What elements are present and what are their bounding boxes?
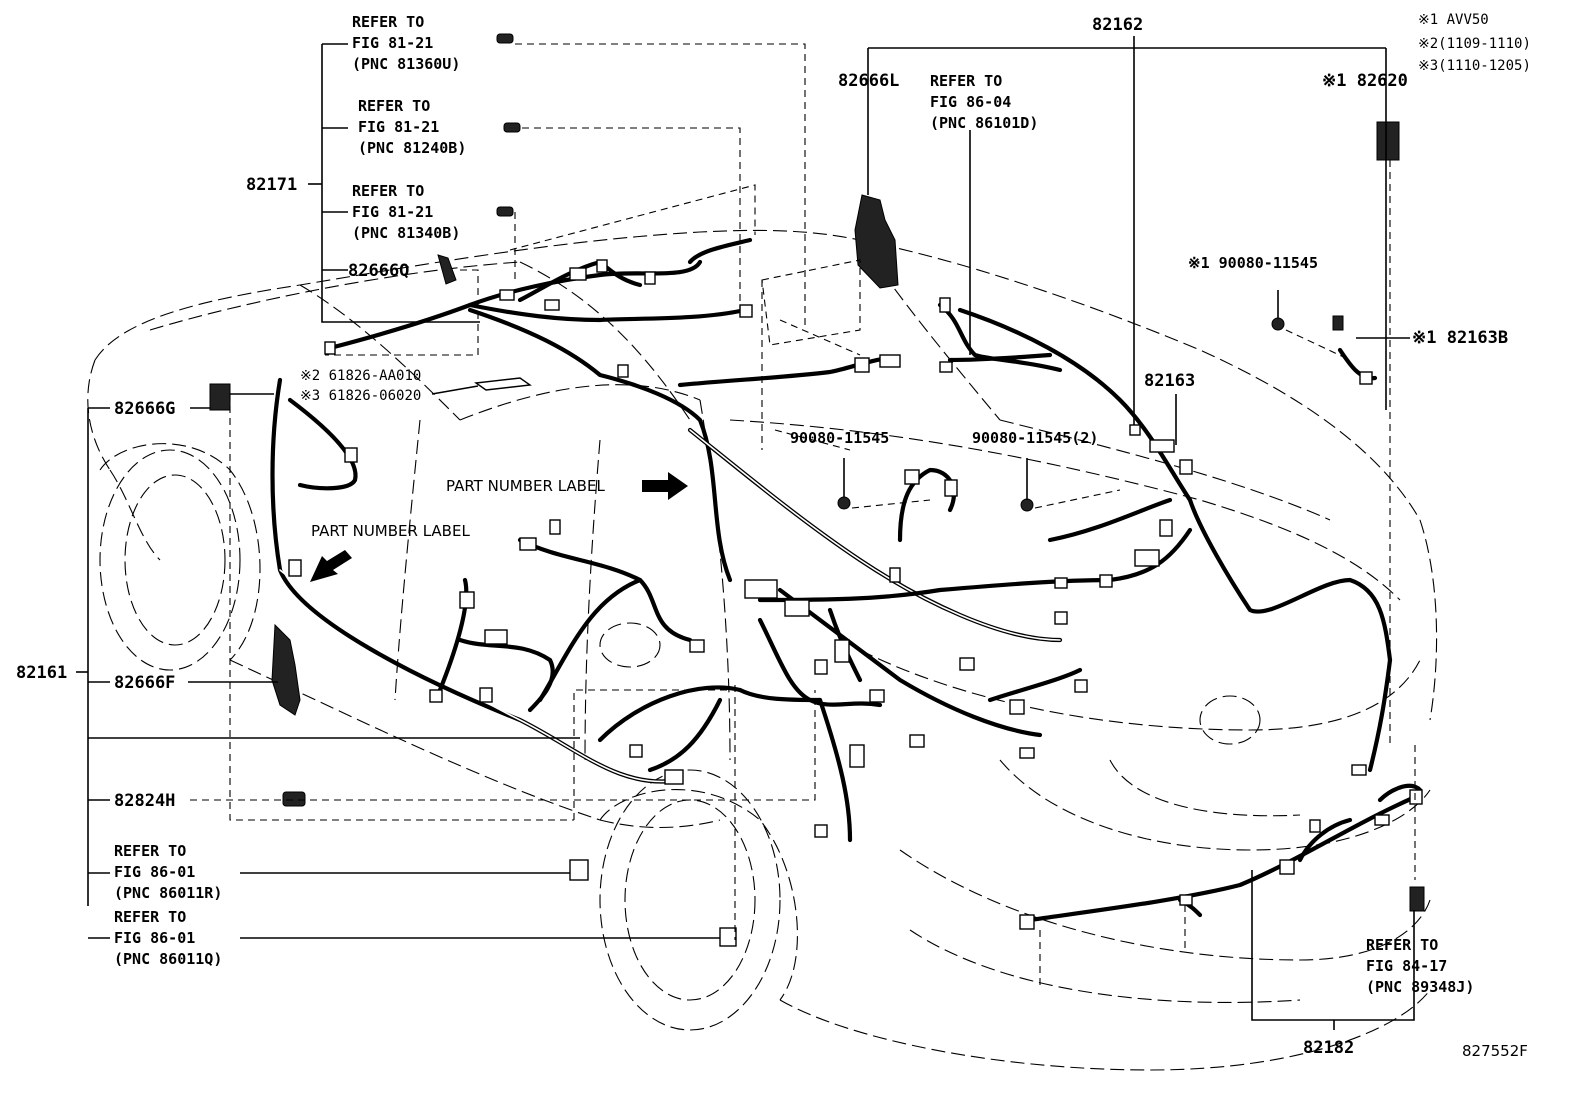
bolt-3 [1020,498,1034,512]
ref5-c: (PNC 86011R) [114,884,222,902]
relay-82620 [1376,121,1400,161]
bracket-82666F [271,623,301,716]
ref1-a: REFER TO [352,13,424,31]
ref7-a: REFER TO [1366,936,1438,954]
bulb-81340B [496,206,514,217]
ref3-a: REFER TO [352,182,424,200]
ref6-a: REFER TO [114,908,186,926]
grommet-82824H [282,791,306,807]
part-82162: 82162 [1092,15,1143,35]
labels: ※1 AVV50 ※2(1109-1110) ※3(1110-1205) REF… [16,12,1531,1060]
ref1-c: (PNC 81360U) [352,55,460,73]
ref5-a: REFER TO [114,842,186,860]
part-82620: ※1 82620 [1322,71,1408,91]
bracket-82666L [854,194,899,289]
note-3: ※3(1110-1205) [1418,58,1531,74]
part-number-arrows [310,472,688,582]
harness-82162 [467,302,1393,843]
part-82666F: 82666F [114,673,175,693]
part-61826-06020: ※3 61826-06020 [300,388,421,404]
harness-82171 [327,237,753,351]
ref3-c: (PNC 81340B) [352,224,460,242]
part-90080-b: 90080-11545 [790,429,889,447]
part-82824H: 82824H [114,791,175,811]
note-1: ※1 AVV50 [1418,12,1489,28]
ref2-a: REFER TO [358,97,430,115]
arrow-down-left-icon [310,550,352,582]
part-82163: 82163 [1144,371,1195,391]
part-82666Q: 82666Q [348,261,409,281]
ref5-b: FIG 86-01 [114,863,195,881]
part-number-label-2: PART NUMBER LABEL [311,522,470,540]
ref4-a: REFER TO [930,72,1002,90]
note-2: ※2(1109-1110) [1418,36,1531,52]
part-90080-a: ※1 90080-11545 [1188,254,1318,272]
parts [209,33,1425,912]
part-82666G: 82666G [114,399,175,419]
clip-82666Q [437,254,457,285]
connectors [288,259,1423,947]
bolt-1 [1271,317,1285,331]
bracket-82163B [1332,315,1344,331]
part-90080-c: 90080-11545(2) [972,429,1098,447]
connector-89348J [1409,886,1425,912]
part-82171: 82171 [246,175,297,195]
bolt-2 [837,496,851,510]
bulb-81360U [496,33,514,44]
clip-82666G [209,383,231,411]
leader-lines [76,36,1416,1030]
ref6-b: FIG 86-01 [114,929,195,947]
part-82182: 82182 [1303,1038,1354,1058]
part-61826-aa010: ※2 61826-AA010 [300,368,421,384]
ref7-b: FIG 84-17 [1366,957,1447,975]
figure-code: 827552F [1462,1042,1528,1060]
part-number-label-1: PART NUMBER LABEL [446,477,605,495]
arrow-right-icon [642,472,688,500]
ref6-c: (PNC 86011Q) [114,950,222,968]
ref7-c: (PNC 89348J) [1366,978,1474,996]
harness-82161 [270,377,743,784]
ref4-c: (PNC 86101D) [930,114,1038,132]
ref2-b: FIG 81-21 [358,118,439,136]
ref4-b: FIG 86-04 [930,93,1011,111]
ref2-c: (PNC 81240B) [358,139,466,157]
part-number-label-sticker [474,377,532,391]
car-body-outline [87,229,1438,1071]
bulb-81240B [503,122,521,133]
part-82163B: ※1 82163B [1412,328,1508,348]
part-82161: 82161 [16,663,67,683]
part-82666L: 82666L [838,71,899,91]
ref3-b: FIG 81-21 [352,203,433,221]
ref1-b: FIG 81-21 [352,34,433,52]
